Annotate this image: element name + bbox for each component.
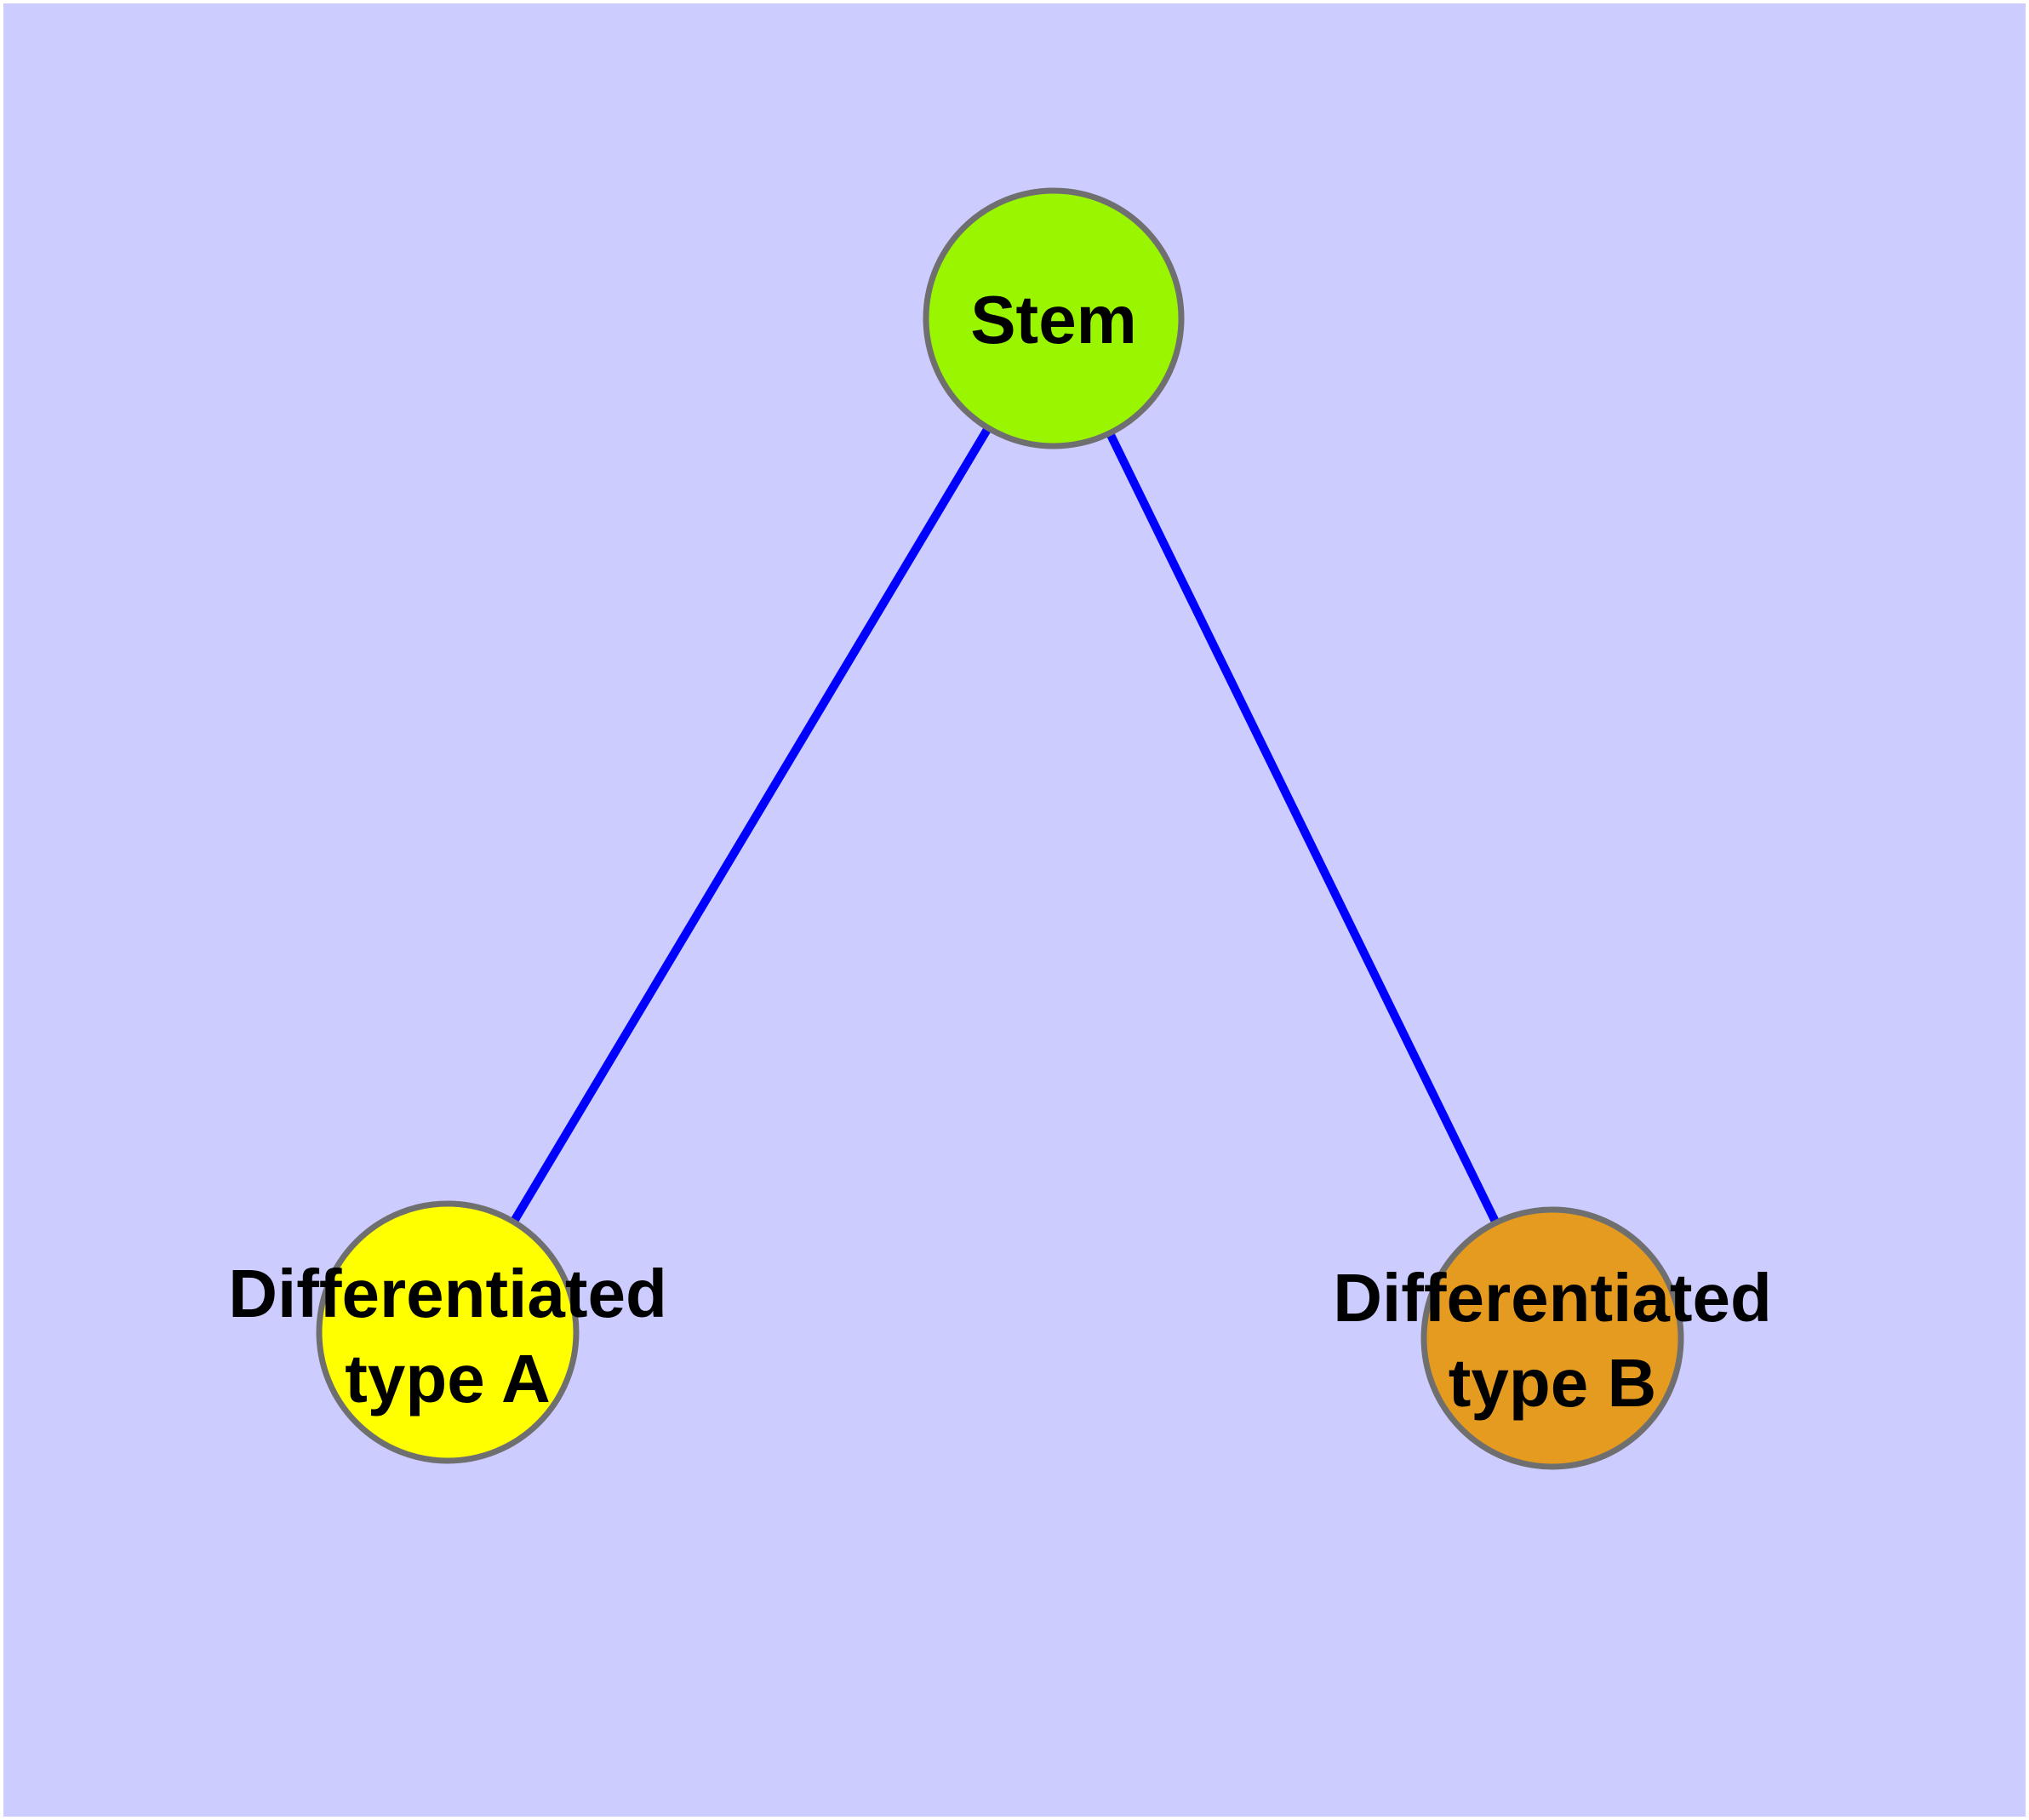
node-type-a-circle: [319, 1204, 576, 1461]
node-stem-label: Stem: [970, 278, 1137, 363]
node-stem-border: [923, 187, 1185, 449]
node-type-b-label: Differentiated type B: [1333, 1256, 1772, 1426]
node-type-a-label-line1: Differentiated: [228, 1256, 667, 1331]
edge-stem-to-type-b: [1049, 316, 1557, 1341]
node-type-a-label: Differentiated type A: [228, 1251, 667, 1422]
node-type-b-circle: [1424, 1210, 1681, 1467]
node-stem-circle: [926, 191, 1181, 446]
node-type-b-label-line1: Differentiated: [1333, 1260, 1772, 1336]
node-type-a-border: [316, 1200, 580, 1464]
node-stem-label-text: Stem: [970, 282, 1137, 358]
node-type-b-border: [1420, 1206, 1684, 1470]
node-type-b-label-line2: type B: [1448, 1345, 1657, 1421]
edge-stem-to-type-a: [443, 316, 1058, 1335]
node-type-a-label-line2: type A: [345, 1341, 551, 1417]
